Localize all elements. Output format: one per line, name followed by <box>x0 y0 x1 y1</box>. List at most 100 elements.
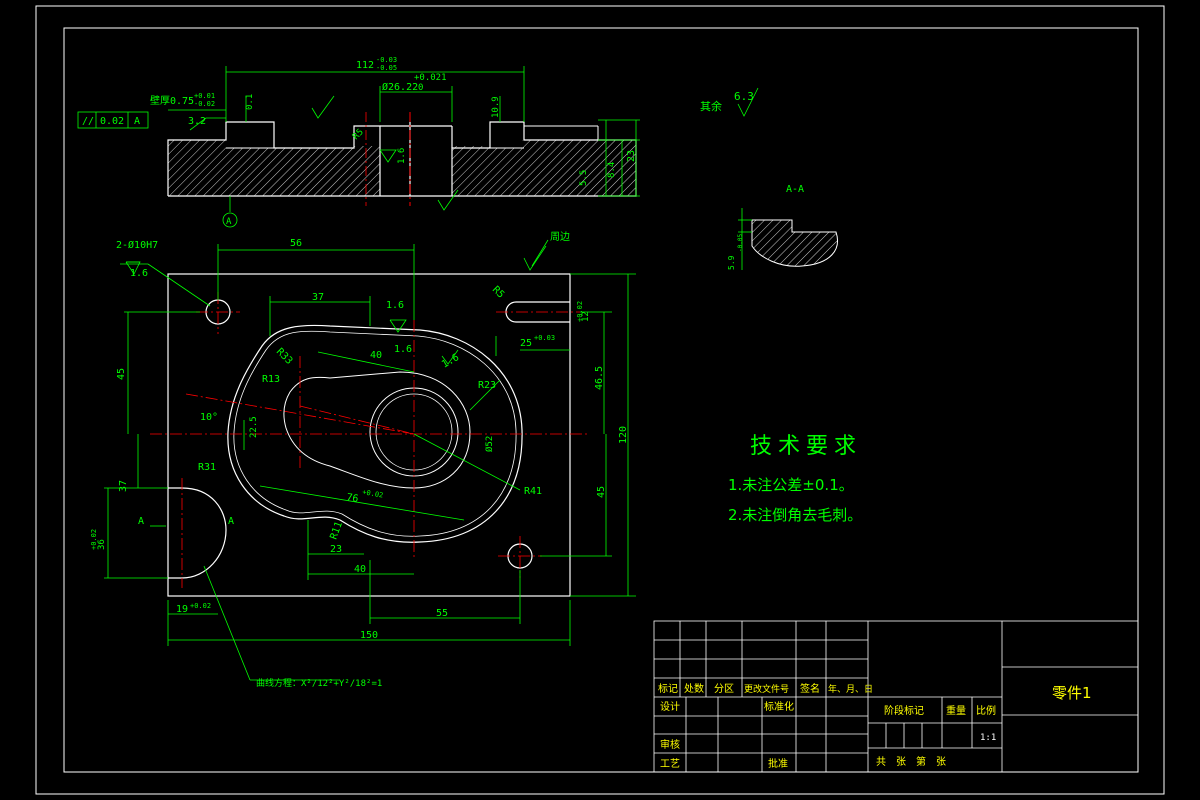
tb-standardize: 标准化 <box>764 700 794 713</box>
dim-22: 22.5 <box>249 416 259 438</box>
dim-23: 23 <box>330 544 342 555</box>
dim-overall-tol-lower: -0.05 <box>376 64 397 72</box>
parallelism-callout: // 0.02 A <box>77 111 149 129</box>
requirement-item: 2.未注倒角去毛刺。 <box>728 506 863 524</box>
curve-equation: 曲线方程：X²/12²+Y²/18²=1 <box>256 677 382 689</box>
rough-center: 1.6 <box>397 148 407 164</box>
dim-r41: R41 <box>524 486 542 497</box>
plan-view-dimensions <box>104 239 636 681</box>
plan-view <box>167 273 571 597</box>
svg-text:5.9: 5.9 <box>727 255 736 270</box>
dim-overall-length: 112 <box>356 60 374 71</box>
dim-wall-tol-lower: -0.02 <box>194 100 215 108</box>
surface-finish-note: 其余 6.3 <box>700 90 754 113</box>
tb-stage-mark: 阶段标记 <box>884 704 924 717</box>
dim-25-tol: +0.03 <box>534 334 555 342</box>
dim-76-tol: +0.02 <box>362 488 384 500</box>
dim-r23: R23 <box>478 380 496 391</box>
dim-holes: 2-Ø10H7 <box>116 239 158 251</box>
dim-r5: R5 <box>490 284 506 300</box>
title-block <box>653 620 1139 773</box>
svg-text:其余: 其余 <box>700 99 722 113</box>
dim-r13: R13 <box>262 374 280 385</box>
dim-left-depth: 0.1 <box>245 94 255 110</box>
dim-bore-diameter: Ø26.22 <box>382 81 418 93</box>
dim-bore-tol-upper: +0.021 <box>414 73 447 83</box>
dim-150: 150 <box>360 630 378 641</box>
dim-19: 19 <box>176 604 188 615</box>
tb-design: 设计 <box>660 700 680 713</box>
requirement-item: 1.未注公差±0.1。 <box>728 476 854 494</box>
svg-text:A-A: A-A <box>786 184 804 195</box>
dim-wall-tol-upper: +0.01 <box>194 92 215 100</box>
dim-r31: R31 <box>198 462 216 473</box>
dim-40-top: 40 <box>370 350 382 361</box>
front-section-view <box>167 112 637 206</box>
dim-wall-thickness: 壁厚0.75 <box>150 94 194 107</box>
dim-55: 55 <box>436 608 448 619</box>
rough-1-6-b: 1.6 <box>394 344 412 355</box>
tb-review: 审核 <box>660 738 680 751</box>
tb-weight: 重量 <box>946 704 966 717</box>
front-view-dimensions <box>168 66 640 212</box>
tb-col-change-doc: 更改文件号 <box>744 683 789 695</box>
tb-col-mark: 标记 <box>658 683 678 695</box>
dim-r11: R11 <box>328 520 345 541</box>
dim-37: 37 <box>312 292 324 303</box>
svg-text:0.02: 0.02 <box>100 116 124 127</box>
svg-text:A: A <box>134 116 140 127</box>
rough-holes: 1.6 <box>130 268 148 279</box>
dim-19-tol: +0.02 <box>190 602 211 610</box>
dim-76: 76 <box>345 492 359 505</box>
dim-40-bottom: 40 <box>354 564 366 575</box>
dim-height-2: 8.4 <box>607 162 617 178</box>
tb-approve: 批准 <box>768 757 788 770</box>
tb-scale-value: 1:1 <box>980 733 996 743</box>
roughness-symbols-plan <box>125 87 759 365</box>
plan-centerlines <box>150 292 590 588</box>
dim-12: 12 <box>581 311 591 322</box>
dim-45-right: 45 <box>596 486 607 498</box>
dim-overall-tol-upper: -0.03 <box>376 56 397 64</box>
tb-col-zone: 分区 <box>714 683 734 695</box>
outer-frame <box>35 5 1165 795</box>
tb-col-signature: 签名 <box>800 682 820 695</box>
dim-total-height: 23 <box>626 150 637 162</box>
svg-text:-0.05: -0.05 <box>737 234 744 252</box>
roughness-symbols-top <box>311 95 459 211</box>
dim-120: 120 <box>618 426 629 444</box>
datum-a-marker: A <box>222 212 238 228</box>
tb-scale: 比例 <box>976 704 996 717</box>
dim-r33: R33 <box>274 346 295 367</box>
dim-bore-tol-lower: 0 <box>418 83 423 93</box>
section-a-a: A-A 5.9 -0.05 <box>727 184 838 270</box>
dim-12-tol: +0.02 <box>576 301 584 322</box>
part-name: 零件1 <box>1052 684 1092 702</box>
dim-46-5: 46.5 <box>594 366 605 390</box>
dim-37-left: 37 <box>118 480 129 492</box>
svg-text:A: A <box>226 217 232 227</box>
dim-56: 56 <box>290 238 302 249</box>
dim-36: 36 <box>97 539 107 550</box>
dim-25: 25 <box>520 338 532 349</box>
edge-note: 周边 <box>550 231 570 243</box>
tb-process: 工艺 <box>660 758 680 770</box>
dim-36-tol: +0.02 <box>90 529 98 550</box>
tb-sheets: 共 张 第 张 <box>876 755 946 768</box>
dim-45-left: 45 <box>116 368 127 380</box>
svg-text:6.3: 6.3 <box>734 90 754 103</box>
tb-col-date: 年、月、日 <box>828 683 873 695</box>
dim-chamfer: 3.2 <box>188 116 206 127</box>
rough-1-6-c: 1.6 <box>440 352 461 371</box>
dim-height-1: 5.5 <box>579 170 589 186</box>
inner-frame <box>63 27 1139 773</box>
dim-52: Ø52 <box>484 436 495 452</box>
requirements-title: 技术要求 <box>750 434 863 459</box>
svg-text://: // <box>82 116 94 127</box>
section-label-a2: A <box>228 516 234 527</box>
dim-angle-10: 10° <box>200 412 218 423</box>
dim-right-depth: 10.9 <box>491 96 501 118</box>
rough-1-6-a: 1.6 <box>386 300 404 311</box>
tb-col-count: 处数 <box>684 682 704 695</box>
